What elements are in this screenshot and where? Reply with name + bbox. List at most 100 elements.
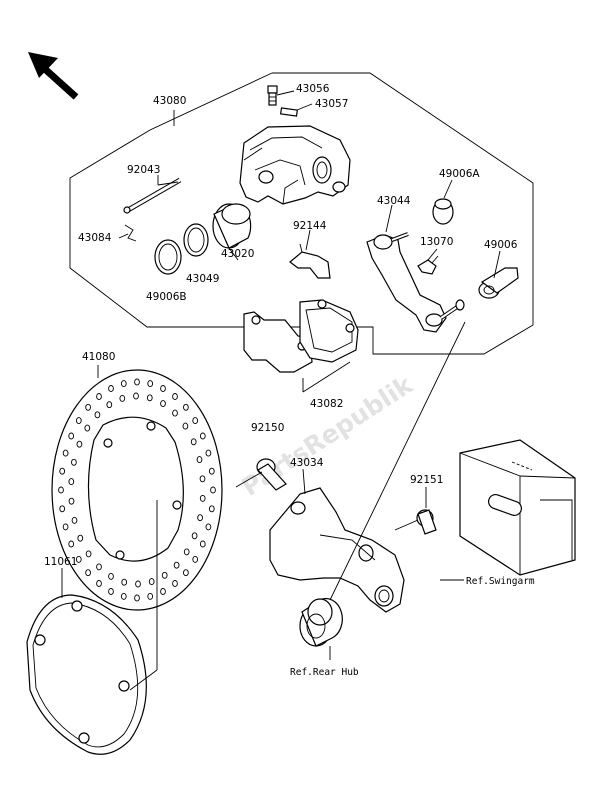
hub-collar[interactable] bbox=[299, 597, 343, 647]
disc-hole bbox=[134, 378, 140, 386]
label-92043: 92043 bbox=[127, 164, 160, 176]
disc-hole bbox=[108, 588, 114, 595]
boot[interactable] bbox=[478, 267, 519, 299]
disc-hole bbox=[96, 580, 102, 587]
disc-hole bbox=[208, 505, 215, 513]
label-92151: 92151 bbox=[410, 474, 443, 486]
disc-cover[interactable] bbox=[26, 594, 147, 755]
label-43034: 43034 bbox=[290, 457, 324, 469]
disc-hole bbox=[75, 555, 82, 563]
boot-a[interactable] bbox=[432, 198, 454, 225]
swingarm bbox=[459, 439, 576, 576]
label-43080: 43080 bbox=[153, 95, 186, 107]
disc-hole bbox=[106, 401, 113, 409]
disc-hole bbox=[59, 505, 66, 513]
disc-holes bbox=[58, 378, 216, 602]
disc-hole bbox=[71, 458, 77, 466]
dust-seal[interactable] bbox=[154, 239, 182, 275]
bleeder-valve[interactable] bbox=[267, 85, 295, 106]
leader-lines bbox=[61, 110, 501, 691]
disc-hole bbox=[68, 478, 75, 486]
disc-hole bbox=[58, 486, 64, 494]
disc-hole bbox=[183, 569, 189, 577]
disc-hole bbox=[210, 486, 216, 494]
disc-hole bbox=[68, 540, 75, 548]
brake-disc[interactable] bbox=[51, 369, 223, 611]
disc-hole bbox=[190, 438, 197, 446]
label-49006a: 49006A bbox=[439, 168, 480, 180]
disc-hole bbox=[199, 475, 206, 483]
disc-hole bbox=[133, 392, 139, 400]
disc-hole bbox=[148, 578, 155, 586]
ref-swingarm: Ref.Swingarm bbox=[466, 576, 535, 587]
disc-hole bbox=[208, 467, 215, 475]
ref-rear-hub: Ref.Rear Hub bbox=[290, 667, 359, 678]
disc-hole bbox=[160, 385, 166, 392]
disc-hole bbox=[172, 580, 178, 587]
piston-seal[interactable] bbox=[183, 223, 209, 257]
disc-hole bbox=[96, 393, 102, 400]
front-direction-arrow-icon bbox=[28, 52, 79, 100]
disc-bolt[interactable] bbox=[235, 458, 287, 491]
disc-hole bbox=[108, 572, 114, 580]
disc-hole bbox=[134, 594, 140, 602]
bracket-holder[interactable] bbox=[366, 232, 465, 333]
disc-hole bbox=[68, 432, 75, 440]
watermark: PartsRepublik bbox=[237, 369, 419, 501]
disc-hole bbox=[160, 588, 166, 595]
disc-hole bbox=[173, 561, 180, 569]
disc-hole bbox=[135, 580, 141, 588]
label-43057: 43057 bbox=[315, 98, 348, 110]
label-43056: 43056 bbox=[296, 83, 330, 95]
disc-hole bbox=[199, 494, 206, 502]
disc-hole bbox=[75, 417, 82, 425]
spring-plate[interactable] bbox=[417, 255, 439, 275]
pin-clip[interactable] bbox=[118, 224, 137, 242]
disc-hole bbox=[205, 449, 212, 457]
disc-hole bbox=[120, 592, 127, 600]
disc-hole bbox=[192, 417, 199, 425]
disc-hole bbox=[205, 523, 212, 531]
disc-hole bbox=[199, 540, 206, 548]
label-43049: 43049 bbox=[186, 273, 219, 285]
disc-hole bbox=[199, 432, 206, 440]
label-43084: 43084 bbox=[78, 232, 112, 244]
pad-set[interactable] bbox=[243, 299, 359, 393]
pad-spring[interactable] bbox=[289, 243, 331, 279]
label-49006b: 49006B bbox=[146, 291, 187, 303]
disc-hole bbox=[108, 385, 114, 392]
bracket-bolt[interactable] bbox=[394, 509, 437, 535]
bleeder-cap[interactable] bbox=[279, 103, 313, 117]
disc-hole bbox=[147, 592, 154, 600]
disc-hole bbox=[172, 409, 178, 417]
label-92144: 92144 bbox=[293, 220, 327, 232]
caliper-bracket[interactable] bbox=[269, 487, 405, 613]
label-92150: 92150 bbox=[251, 422, 284, 434]
disc-hole bbox=[183, 403, 189, 411]
label-43020: 43020 bbox=[221, 248, 254, 260]
label-13070: 13070 bbox=[420, 236, 453, 248]
label-41080: 41080 bbox=[82, 351, 115, 363]
disc-hole bbox=[121, 578, 128, 586]
disc-hole bbox=[96, 563, 102, 571]
disc-hole bbox=[84, 424, 91, 432]
caliper-body[interactable] bbox=[239, 125, 351, 205]
disc-hole bbox=[182, 422, 189, 430]
disc-hole bbox=[76, 440, 83, 448]
disc-hole bbox=[160, 400, 166, 408]
label-43082: 43082 bbox=[310, 398, 343, 410]
disc-hole bbox=[147, 380, 154, 388]
disc-hole bbox=[85, 550, 92, 558]
disc-hole bbox=[119, 394, 126, 402]
disc-hole bbox=[196, 456, 203, 464]
label-11061: 11061 bbox=[44, 556, 77, 568]
disc-hole bbox=[59, 467, 66, 475]
pad-pin[interactable] bbox=[123, 177, 182, 214]
piston[interactable] bbox=[212, 203, 252, 261]
disc-hole bbox=[94, 411, 101, 419]
disc-hole bbox=[191, 532, 198, 540]
disc-hole bbox=[172, 393, 178, 400]
disc-hole bbox=[68, 497, 75, 505]
disc-hole bbox=[192, 555, 199, 563]
